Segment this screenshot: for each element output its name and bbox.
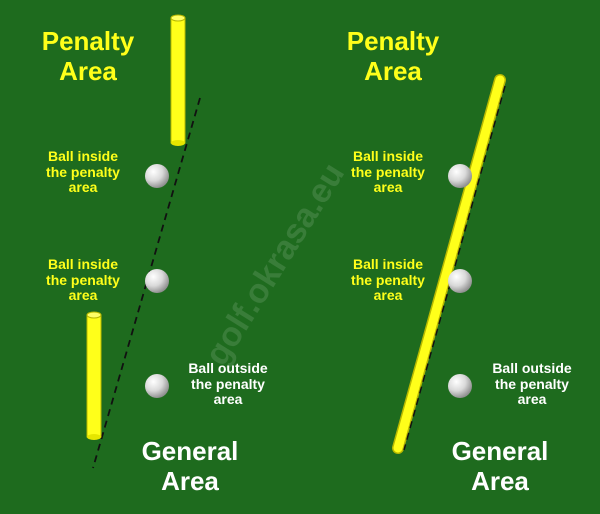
left-ball-1 <box>145 164 169 188</box>
right-label-ball-1: Ball inside the penalty area <box>351 148 425 196</box>
left-penalty-area-title: Penalty Area <box>41 26 135 87</box>
left-ball-3 <box>145 374 169 398</box>
left-label-ball-2: Ball inside the penalty area <box>46 256 120 304</box>
right-label-ball-3: Ball outside the penalty area <box>492 360 572 408</box>
right-general-area-title: General Area <box>451 436 549 497</box>
right-boundary-dashed-line <box>403 85 506 451</box>
right-boundary-stake-fill <box>393 75 505 453</box>
left-lower-stake <box>86 311 102 440</box>
left-ball-2 <box>145 269 169 293</box>
left-label-ball-3: Ball outside the penalty area <box>188 360 268 408</box>
left-panel-graphics <box>86 14 201 469</box>
right-penalty-area-title: Penalty Area <box>346 26 440 87</box>
left-upper-stake <box>170 14 186 146</box>
left-label-ball-1: Ball inside the penalty area <box>46 148 120 196</box>
right-ball-1 <box>448 164 472 188</box>
right-ball-3 <box>448 374 472 398</box>
right-label-ball-2: Ball inside the penalty area <box>351 256 425 304</box>
left-general-area-title: General Area <box>141 436 239 497</box>
right-panel-graphics <box>392 74 506 454</box>
right-ball-2 <box>448 269 472 293</box>
